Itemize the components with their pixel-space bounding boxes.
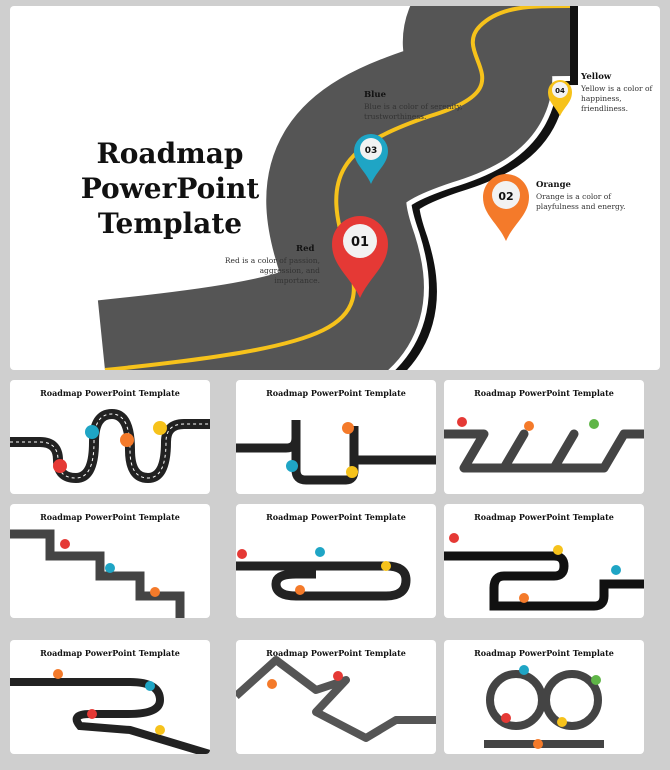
thumbnail-2[interactable]: Roadmap PowerPoint Template: [236, 380, 436, 494]
desc-yellow-line-2: happiness, friendliness.: [581, 94, 628, 113]
thumbnail-road-graphic: [10, 669, 210, 754]
thumbnail-road-graphic: [236, 547, 411, 601]
thumbnail-title: Roadmap PowerPoint Template: [474, 512, 614, 522]
desc-orange-line-2: playfulness and energy.: [536, 202, 626, 211]
pin-03-icon: 03: [354, 134, 388, 184]
thumbnail-title: Roadmap PowerPoint Template: [40, 648, 180, 658]
desc-orange: Orange is a color of playfulness and ene…: [536, 192, 625, 212]
pin-04-icon: 04: [548, 80, 572, 116]
pin-02-number: 02: [498, 190, 513, 203]
title-line-3: Template: [97, 207, 243, 240]
pin-01-number: 01: [351, 235, 369, 250]
thumbnail-road-graphic: [444, 417, 644, 473]
slide-title: Roadmap PowerPoint Template: [70, 136, 270, 241]
desc-blue-line-1: Blue is a color of serenity,: [364, 102, 463, 111]
thumbnail-road-graphic: [10, 529, 185, 618]
label-orange: Orange: [536, 180, 571, 190]
thumbnail-5[interactable]: Roadmap PowerPoint Template: [236, 504, 436, 618]
desc-orange-line-1: Orange is a color of: [536, 192, 612, 201]
pin-03-number: 03: [365, 146, 378, 156]
thumbnail-title: Roadmap PowerPoint Template: [474, 648, 614, 658]
thumbnail-road-graphic: [236, 420, 436, 485]
desc-blue-line-2: trustworthiness.: [364, 112, 427, 121]
desc-red-line-2: aggression, and importance.: [259, 266, 320, 285]
thumbnail-road-graphic: [236, 656, 436, 742]
thumbnail-8[interactable]: Roadmap PowerPoint Template: [236, 640, 436, 754]
main-slide-preview[interactable]: Roadmap PowerPoint Template 01 02 03 04 …: [10, 6, 660, 370]
thumbnail-6[interactable]: Roadmap PowerPoint Template: [444, 504, 644, 618]
desc-red-line-1: Red is a color of passion,: [224, 256, 320, 265]
thumbnail-7[interactable]: Roadmap PowerPoint Template: [10, 640, 210, 754]
thumbnail-title: Roadmap PowerPoint Template: [40, 388, 180, 398]
thumbnail-4[interactable]: Roadmap PowerPoint Template: [10, 504, 210, 618]
label-red: Red: [296, 244, 315, 254]
thumbnail-1[interactable]: Roadmap PowerPoint Template: [10, 380, 210, 494]
desc-blue: Blue is a color of serenity, trustworthi…: [364, 102, 463, 122]
title-line-2: PowerPoint: [80, 172, 260, 205]
thumbnail-title: Roadmap PowerPoint Template: [266, 388, 406, 398]
title-line-1: Roadmap: [96, 137, 244, 170]
pin-01-icon: 01: [332, 216, 388, 298]
thumbnail-3[interactable]: Roadmap PowerPoint Template: [444, 380, 644, 494]
thumbnail-9[interactable]: Roadmap PowerPoint Template: [444, 640, 644, 754]
label-blue: Blue: [364, 90, 387, 100]
desc-yellow-line-1: Yellow is a color of: [581, 84, 653, 93]
pin-02-icon: 02: [483, 174, 529, 241]
thumbnail-title: Roadmap PowerPoint Template: [474, 388, 614, 398]
thumbnail-road-graphic: [10, 408, 210, 484]
label-yellow: Yellow: [581, 72, 612, 82]
thumbnail-title: Roadmap PowerPoint Template: [40, 512, 180, 522]
road-illustration: [97, 6, 579, 370]
thumbnail-road-graphic: [484, 665, 604, 749]
thumbnail-road-graphic: [444, 533, 644, 611]
thumbnail-title: Roadmap PowerPoint Template: [266, 512, 406, 522]
pin-04-number: 04: [555, 87, 565, 95]
thumbnail-title: Roadmap PowerPoint Template: [266, 648, 406, 658]
desc-red: Red is a color of passion, aggression, a…: [220, 256, 320, 286]
milestone-pins: 01 02 03 04: [332, 80, 572, 298]
desc-yellow: Yellow is a color of happiness, friendli…: [581, 84, 660, 114]
